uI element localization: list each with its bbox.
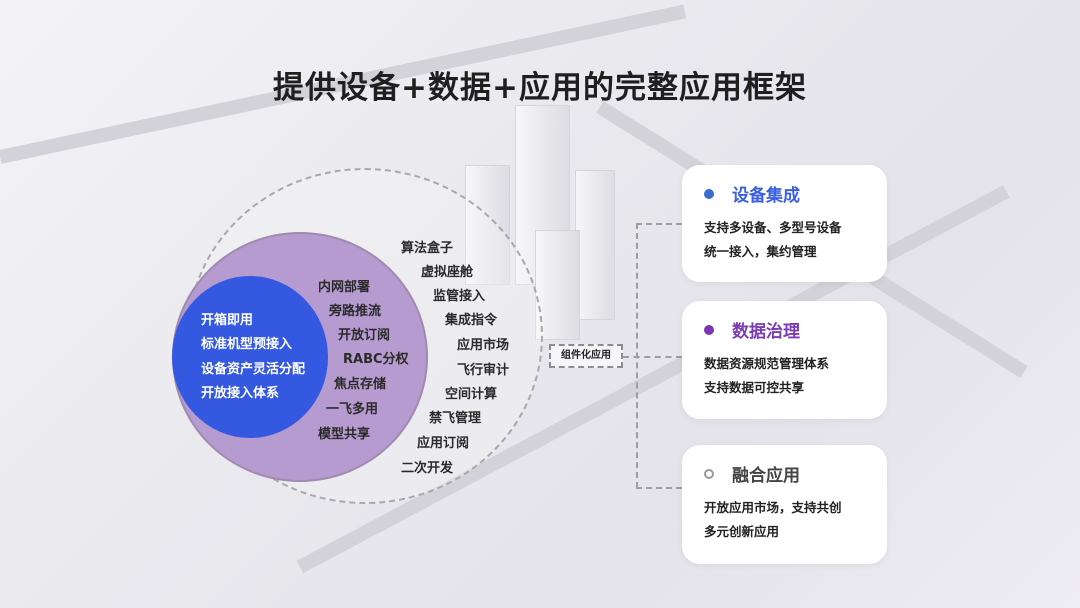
- middle-item: 一飞多用: [326, 402, 379, 417]
- middle-item: 开放订阅: [338, 328, 391, 343]
- card-device-integration: 设备集成 支持多设备、多型号设备 统一接入，集约管理: [682, 165, 887, 282]
- outer-item: 应用市场: [457, 338, 510, 353]
- page-title: 提供设备+数据+应用的完整应用框架: [273, 70, 807, 106]
- bullet-dot-icon: [704, 188, 714, 199]
- bullet-dot-icon: [704, 324, 714, 335]
- card-text: 支持多设备、多型号设备: [704, 220, 842, 235]
- outer-item: 算法盒子: [401, 241, 454, 256]
- outer-item: 集成指令: [445, 313, 498, 328]
- card-text: 开放应用市场，支持共创: [704, 500, 842, 515]
- middle-item: 模型共享: [318, 427, 371, 442]
- card-title: 融合应用: [732, 466, 800, 486]
- outer-item: 禁飞管理: [429, 411, 482, 426]
- middle-item: 旁路推流: [329, 304, 382, 319]
- middle-item: 焦点存储: [334, 377, 387, 392]
- middle-item: 内网部署: [318, 280, 371, 295]
- connector-line: [636, 223, 638, 488]
- outer-item: 应用订阅: [417, 436, 470, 451]
- connector-line: [636, 487, 682, 489]
- card-data-governance: 数据治理 数据资源规范管理体系 支持数据可控共享: [682, 301, 887, 419]
- card-title: 数据治理: [732, 322, 800, 342]
- core-item: 开放接入体系: [201, 386, 280, 401]
- outer-item: 二次开发: [401, 461, 454, 476]
- connector-line: [623, 356, 682, 358]
- outer-item: 空间计算: [445, 387, 498, 402]
- card-text: 数据资源规范管理体系: [704, 356, 830, 371]
- middle-item: RABC分权: [343, 352, 409, 367]
- core-item: 标准机型预接入: [201, 337, 293, 352]
- core-circle: [172, 276, 328, 438]
- connector-line: [636, 223, 682, 225]
- card-title: 设备集成: [732, 186, 800, 206]
- core-item: 开箱即用: [201, 313, 254, 328]
- card-text: 支持数据可控共享: [704, 380, 805, 395]
- outer-item: 飞行审计: [457, 363, 510, 378]
- core-item: 设备资产灵活分配: [201, 362, 306, 377]
- card-text: 多元创新应用: [704, 524, 780, 539]
- card-text: 统一接入，集约管理: [704, 244, 817, 259]
- component-app-label: 组件化应用: [549, 344, 623, 368]
- card-fusion-apps: 融合应用 开放应用市场，支持共创 多元创新应用: [682, 445, 887, 564]
- outer-item: 监管接入: [433, 289, 486, 304]
- bullet-circle-icon: [704, 468, 714, 479]
- outer-item: 虚拟座舱: [421, 265, 474, 280]
